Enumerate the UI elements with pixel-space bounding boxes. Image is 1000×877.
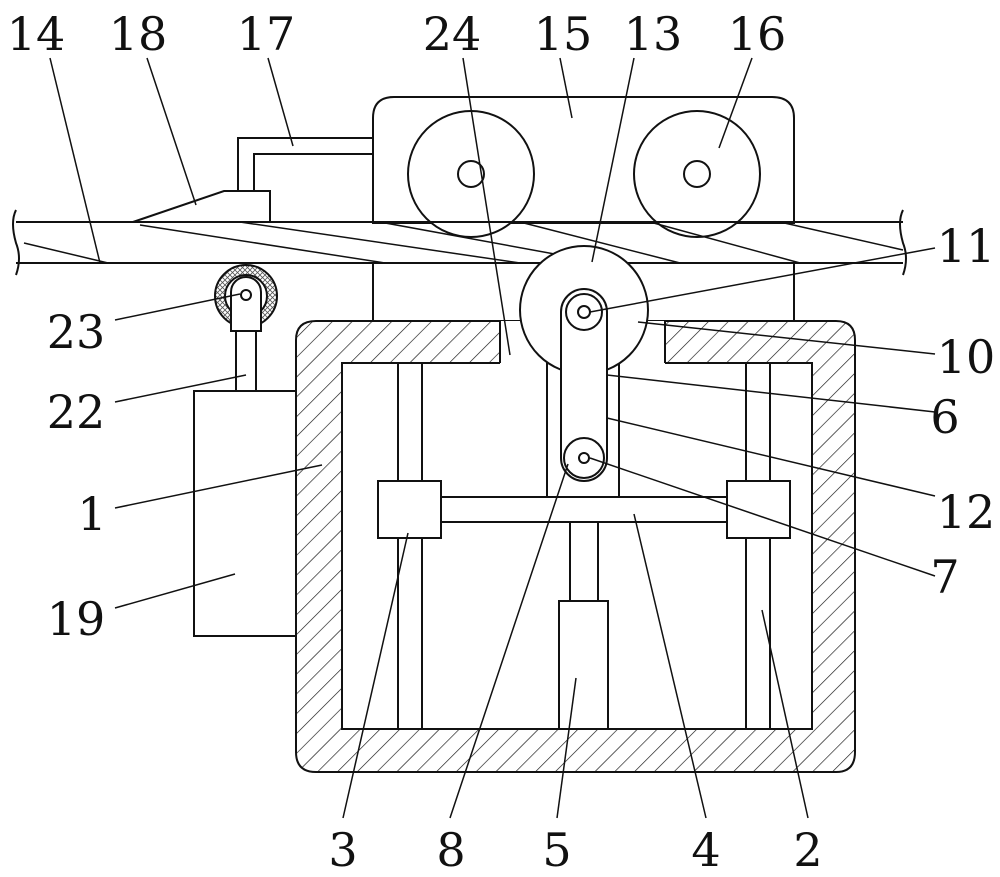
label-18: 18: [109, 7, 168, 61]
label-22: 22: [47, 385, 106, 439]
label-11: 11: [937, 219, 996, 273]
bracket-arm: [237, 137, 373, 191]
guide-rail-left: [397, 363, 423, 729]
lift-crossbar: [440, 496, 728, 523]
label-5: 5: [542, 823, 571, 877]
label-1: 1: [77, 487, 106, 541]
cylinder-rod: [569, 522, 599, 601]
label-19: 19: [47, 592, 106, 646]
label-13: 13: [624, 7, 683, 61]
lift-cylinder: [558, 600, 609, 730]
label-10: 10: [937, 330, 996, 384]
guide-rail-right: [745, 363, 771, 729]
upper-roller-right-axle: [683, 160, 711, 188]
label-6: 6: [930, 390, 959, 444]
label-15: 15: [534, 7, 593, 61]
part-labels: 14 18 17 24 15 13 16 11 10 6 12 7 23 22 …: [7, 7, 996, 877]
upper-roller-left-axle: [457, 160, 485, 188]
label-17: 17: [237, 7, 296, 61]
label-14: 14: [7, 7, 66, 61]
workpiece-bar: [12, 209, 907, 276]
upper-pulley-axle: [577, 305, 591, 319]
label-23: 23: [47, 305, 106, 359]
side-box: [193, 390, 297, 637]
label-7: 7: [930, 550, 959, 604]
support-rod: [235, 331, 257, 391]
housing-support: [372, 263, 795, 322]
leader-lines: [49, 57, 936, 819]
label-8: 8: [436, 823, 465, 877]
slider-right: [726, 480, 791, 539]
label-2: 2: [793, 823, 822, 877]
guide-block: [132, 190, 271, 223]
lower-pulley-axle: [578, 452, 590, 464]
pressure-roller-axle: [240, 289, 252, 301]
label-4: 4: [691, 823, 720, 877]
transmission-belt: [560, 288, 608, 482]
slider-left: [377, 480, 442, 539]
label-12: 12: [937, 485, 996, 539]
label-3: 3: [328, 823, 357, 877]
label-24: 24: [423, 7, 482, 61]
label-16: 16: [728, 7, 787, 61]
roller-holder: [230, 276, 262, 332]
